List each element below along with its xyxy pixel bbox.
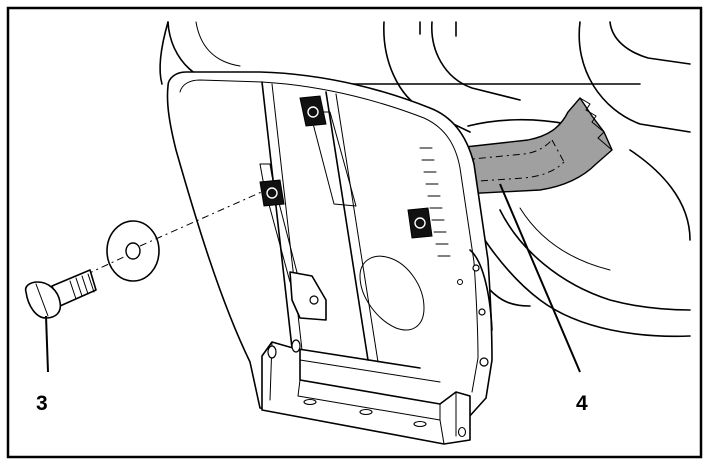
washer: [106, 220, 160, 282]
mounting-tab-top: [299, 95, 327, 127]
vent-slits: [419, 147, 451, 257]
alignment-line: [39, 189, 267, 297]
callout-3: 3: [36, 392, 48, 415]
callout-4: 4: [576, 392, 588, 415]
leader-line-3: [45, 315, 49, 373]
mounting-tab-left: [259, 179, 285, 207]
seat-back-plate: [166, 71, 493, 445]
leader-line-4: [499, 183, 581, 373]
strap-torn-end: [579, 97, 613, 151]
mounting-tab-right: [407, 207, 433, 239]
back-plate-outline: [166, 71, 493, 441]
strap: [455, 96, 613, 195]
strap-stitch-top: [461, 139, 553, 161]
hinge-bracket: [289, 271, 327, 321]
strap-stitch-end: [551, 139, 565, 163]
bolt: [24, 269, 97, 319]
